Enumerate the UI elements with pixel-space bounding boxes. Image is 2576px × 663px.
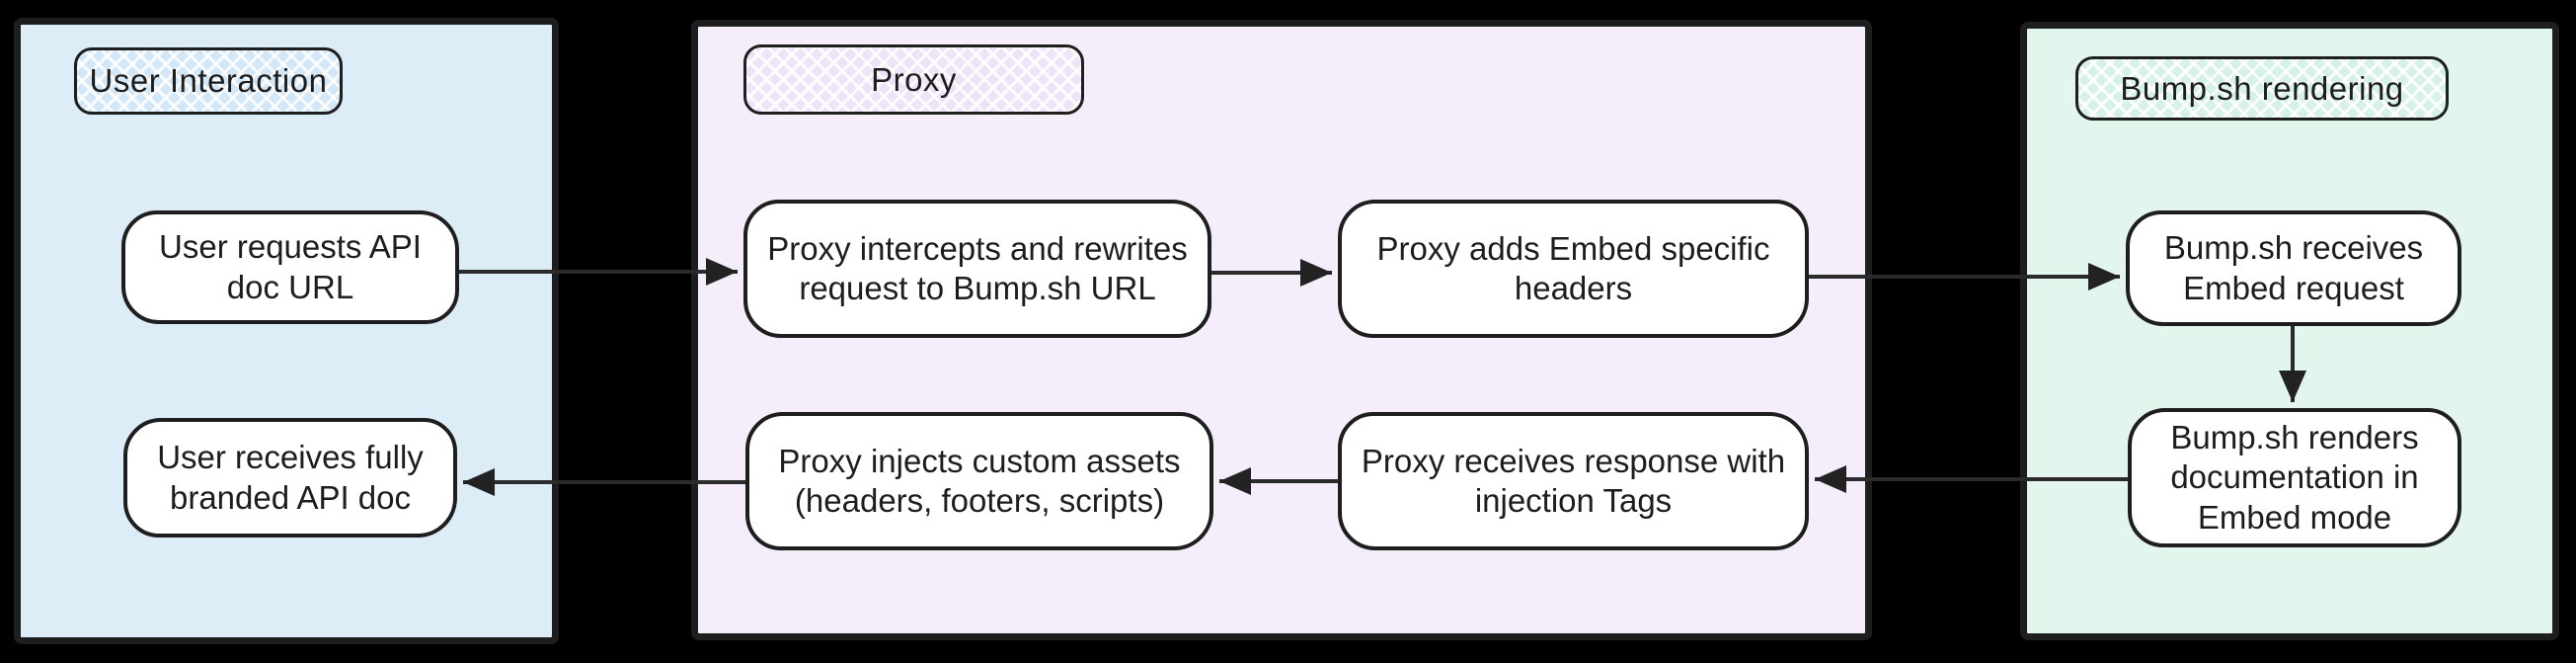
node-bumpsh-renders-embed-mode: Bump.sh renders documentation in Embed m…	[2128, 408, 2461, 547]
lane-title-proxy: Proxy	[743, 44, 1084, 115]
node-proxy-receives-response: Proxy receives response with injection T…	[1338, 412, 1809, 550]
lane-title-bumpsh-rendering: Bump.sh rendering	[2075, 56, 2449, 121]
lane-title-user-interaction: User Interaction	[74, 47, 343, 115]
lane-title-label: Bump.sh rendering	[2120, 69, 2404, 107]
lane-title-label: User Interaction	[89, 62, 328, 99]
node-proxy-injects-custom-assets: Proxy injects custom assets (headers, fo…	[745, 412, 1213, 550]
node-label: User requests API doc URL	[159, 228, 422, 305]
node-user-receives-branded-api-doc: User receives fully branded API doc	[123, 418, 457, 538]
node-label: Proxy receives response with injection T…	[1361, 442, 1786, 519]
node-label: User receives fully branded API doc	[157, 439, 424, 516]
node-label: Proxy adds Embed specific headers	[1376, 229, 1770, 306]
node-label: Bump.sh receives Embed request	[2163, 229, 2424, 306]
node-label: Proxy intercepts and rewrites request to…	[767, 229, 1188, 306]
lane-user-interaction	[14, 18, 559, 644]
node-proxy-adds-embed-headers: Proxy adds Embed specific headers	[1338, 200, 1809, 338]
node-bumpsh-receives-embed-request: Bump.sh receives Embed request	[2126, 210, 2461, 326]
node-label: Bump.sh renders documentation in Embed m…	[2170, 419, 2419, 536]
node-proxy-intercepts-rewrites: Proxy intercepts and rewrites request to…	[743, 200, 1211, 338]
lane-bumpsh-rendering	[2020, 22, 2559, 640]
node-label: Proxy injects custom assets (headers, fo…	[778, 442, 1181, 519]
lane-title-label: Proxy	[871, 60, 957, 98]
node-user-requests-api-doc-url: User requests API doc URL	[121, 210, 459, 324]
